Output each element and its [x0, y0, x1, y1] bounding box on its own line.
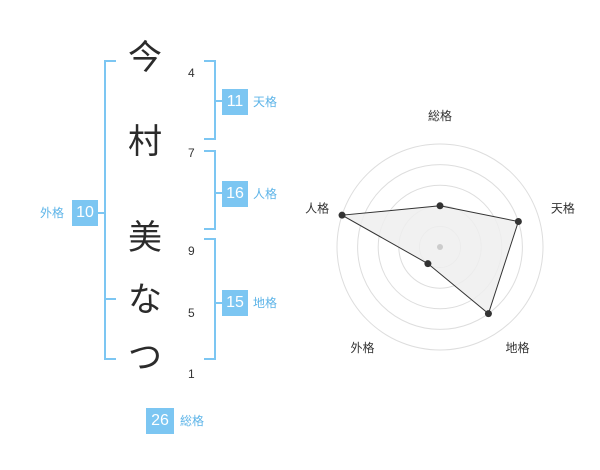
name-char-2: 村 [128, 122, 162, 162]
stroke-count-3: 9 [188, 244, 195, 258]
radar-axis-label-5: 人格 [305, 200, 329, 215]
radar-axis-label-1: 総格 [428, 108, 452, 123]
name-char-4: な [128, 280, 162, 320]
radar-axis-label-3: 地格 [505, 340, 529, 355]
jinkaku-value-badge: 16 [222, 181, 248, 207]
chikaku-value-badge: 15 [222, 290, 248, 316]
name-char-1: 今 [128, 38, 162, 78]
stroke-count-1: 4 [188, 66, 195, 80]
radar-center-dot [437, 244, 443, 250]
chikaku-label: 地格 [253, 296, 278, 310]
jinkaku-label: 人格 [253, 187, 278, 201]
stroke-count-5: 1 [188, 367, 195, 381]
radar-point-5 [338, 211, 346, 219]
radar-value-polygon [340, 205, 520, 315]
stroke-count-2: 7 [188, 146, 195, 160]
radar-point-2 [514, 218, 522, 226]
radar-axis-label-2: 天格 [551, 200, 575, 215]
stroke-count-4: 5 [188, 306, 195, 320]
gaikaku-label: 外格 [40, 206, 65, 220]
radar-grid-ring-5 [336, 143, 544, 351]
tenkaku-value-badge: 11 [222, 89, 248, 115]
soukaku-value-badge: 26 [146, 408, 174, 434]
radar-point-3 [484, 310, 492, 318]
name-char-3: 美 [128, 218, 162, 258]
radar-point-1 [436, 202, 444, 210]
gaikaku-value-badge: 10 [72, 200, 98, 226]
radar-axis-label-4: 外格 [351, 340, 375, 355]
tenkaku-label: 天格 [253, 95, 278, 109]
name-char-5: つ [128, 338, 162, 378]
radar-grid-ring-4 [357, 164, 523, 330]
radar-point-4 [424, 260, 432, 268]
soukaku-label: 総格 [180, 414, 205, 428]
